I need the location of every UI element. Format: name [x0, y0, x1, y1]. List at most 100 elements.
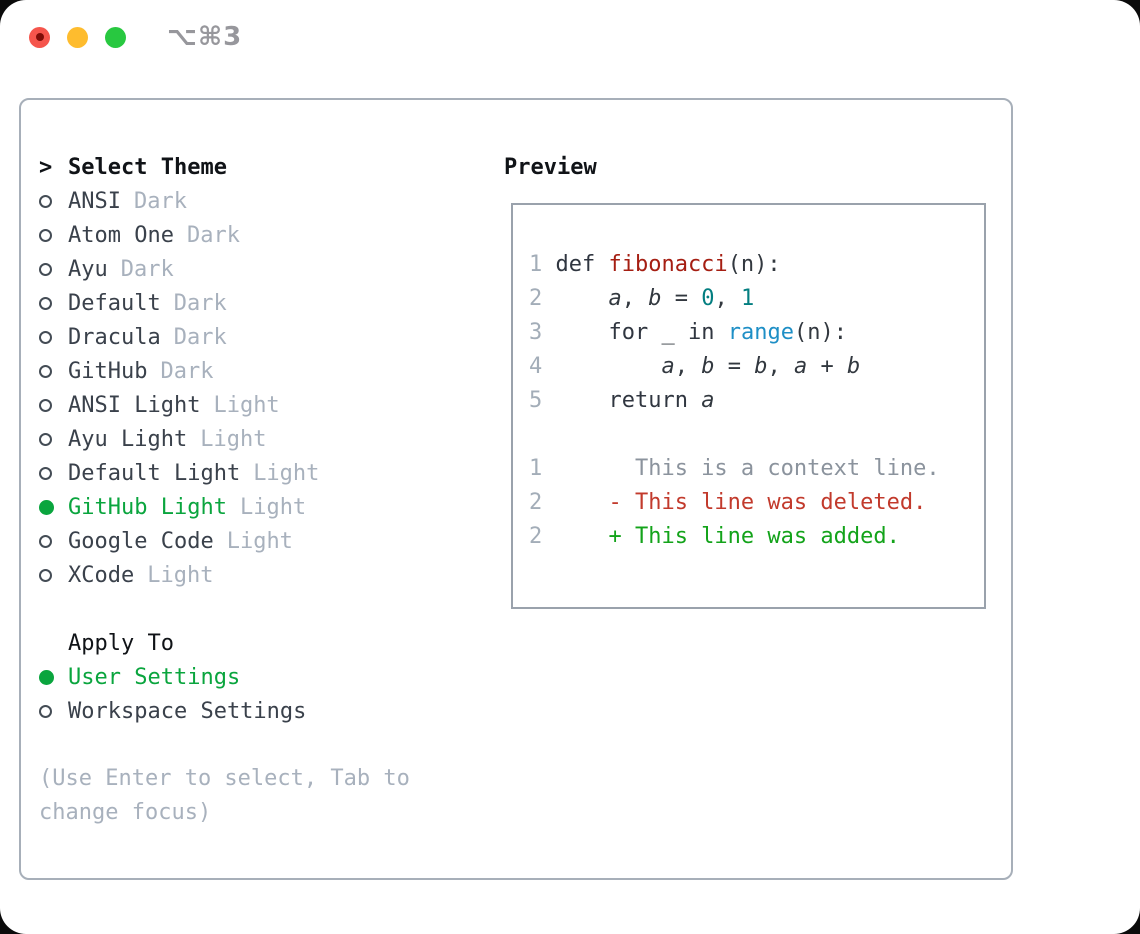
keyboard-hint: (Use Enter to select, Tab to change focu… — [39, 766, 410, 825]
select-theme-header: > Select Theme — [39, 150, 439, 184]
theme-option-github-light[interactable]: GitHub Light Light — [39, 490, 439, 524]
variant-tag: Light — [226, 528, 293, 554]
code-line — [529, 422, 984, 456]
theme-option-default-light[interactable]: Default Light Light — [39, 456, 439, 490]
theme-option-label: ANSI Light — [68, 392, 201, 418]
code-token: b — [846, 354, 861, 379]
line-number: 1 — [529, 456, 543, 481]
theme-option-label: Atom One — [68, 222, 174, 248]
radio-unselected-icon — [39, 704, 68, 718]
apply-to-title: Apply To — [68, 630, 174, 656]
code-line: 2 a, b = 0, 1 — [529, 286, 984, 320]
apply-option-workspace-settings[interactable]: Workspace Settings — [39, 694, 439, 728]
radio-unselected-icon — [39, 296, 68, 310]
code-token: fibonacci — [608, 252, 728, 277]
code-token: in — [687, 320, 715, 345]
code-token: b — [701, 354, 715, 379]
radio-unselected-icon — [39, 432, 68, 446]
code-token: b — [754, 354, 768, 379]
code-token: (n): — [793, 320, 847, 345]
theme-option-label: GitHub — [68, 358, 148, 384]
apply-to-header: Apply To — [39, 626, 439, 660]
code-token — [555, 354, 661, 379]
variant-tag: Dark — [160, 358, 214, 384]
theme-option-label: XCode — [68, 562, 135, 588]
radio-unselected-icon — [39, 228, 68, 242]
code-token: 1 — [740, 286, 755, 311]
code-line: 1 This is a context line. — [529, 456, 984, 490]
code-token — [714, 320, 727, 345]
line-number: 2 — [529, 286, 543, 311]
theme-option-ansi-light[interactable]: ANSI Light Light — [39, 388, 439, 422]
preview-title: Preview — [504, 154, 597, 180]
minimize-button[interactable] — [67, 26, 88, 48]
code-token: , — [714, 286, 741, 311]
radio-unselected-icon — [39, 194, 68, 208]
theme-option-ayu[interactable]: Ayu Dark — [39, 252, 439, 286]
theme-option-label: Ayu — [68, 256, 108, 282]
code-token: , — [767, 354, 794, 379]
code-token: - This line was deleted. — [555, 490, 927, 515]
variant-tag: Light — [147, 562, 214, 588]
theme-option-label: Default — [68, 290, 161, 316]
code-token: a — [701, 388, 715, 413]
code-token: def — [555, 252, 609, 277]
variant-tag: Dark — [133, 188, 187, 214]
radio-unselected-icon — [39, 466, 68, 480]
theme-option-atom-one[interactable]: Atom One Dark — [39, 218, 439, 252]
line-number: 2 — [529, 490, 543, 515]
theme-option-xcode[interactable]: XCode Light — [39, 558, 439, 592]
code-token: , — [674, 354, 702, 379]
code-token: + This line was added. — [555, 524, 900, 549]
radio-unselected-icon — [39, 568, 68, 582]
variant-tag: Light — [239, 494, 307, 520]
line-number: 5 — [529, 388, 543, 413]
variant-tag: Dark — [186, 222, 240, 248]
code-token — [555, 388, 608, 413]
apply-option-label: Workspace Settings — [68, 698, 307, 724]
variant-tag: Light — [213, 392, 280, 418]
theme-option-label: GitHub Light — [68, 494, 227, 520]
code-token: a — [793, 354, 808, 379]
code-token: = — [714, 354, 755, 379]
code-line: 2 - This line was deleted. — [529, 490, 984, 524]
code-token: This is a context line. — [555, 456, 940, 481]
radio-selected-icon — [39, 499, 68, 515]
code-token: + — [807, 354, 847, 379]
variant-tag: Light — [253, 460, 320, 486]
window-shortcut-label: ⌥⌘3 — [167, 22, 243, 52]
line-number: 4 — [529, 354, 543, 379]
line-number: 2 — [529, 524, 543, 549]
code-token: 0 — [701, 286, 715, 311]
code-token: a — [608, 286, 622, 311]
spacer-row — [39, 728, 439, 762]
code-line: 4 a, b = b, a + b — [529, 354, 984, 388]
apply-option-user-settings[interactable]: User Settings — [39, 660, 439, 694]
variant-tag: Dark — [120, 256, 174, 282]
apply-option-label: User Settings — [68, 664, 241, 690]
theme-option-label: Dracula — [68, 324, 161, 350]
close-button[interactable] — [29, 26, 50, 48]
line-number: 1 — [529, 252, 543, 277]
maximize-button[interactable] — [105, 26, 126, 48]
code-token: a — [661, 354, 675, 379]
theme-option-label: Default Light — [68, 460, 241, 486]
theme-option-github[interactable]: GitHub Dark — [39, 354, 439, 388]
radio-unselected-icon — [39, 262, 68, 276]
code-token: , — [621, 286, 649, 311]
variant-tag: Light — [200, 426, 267, 452]
code-line: 2 + This line was added. — [529, 524, 984, 558]
radio-unselected-icon — [39, 364, 68, 378]
line-number: 3 — [529, 320, 543, 345]
code-token: return — [608, 388, 688, 413]
